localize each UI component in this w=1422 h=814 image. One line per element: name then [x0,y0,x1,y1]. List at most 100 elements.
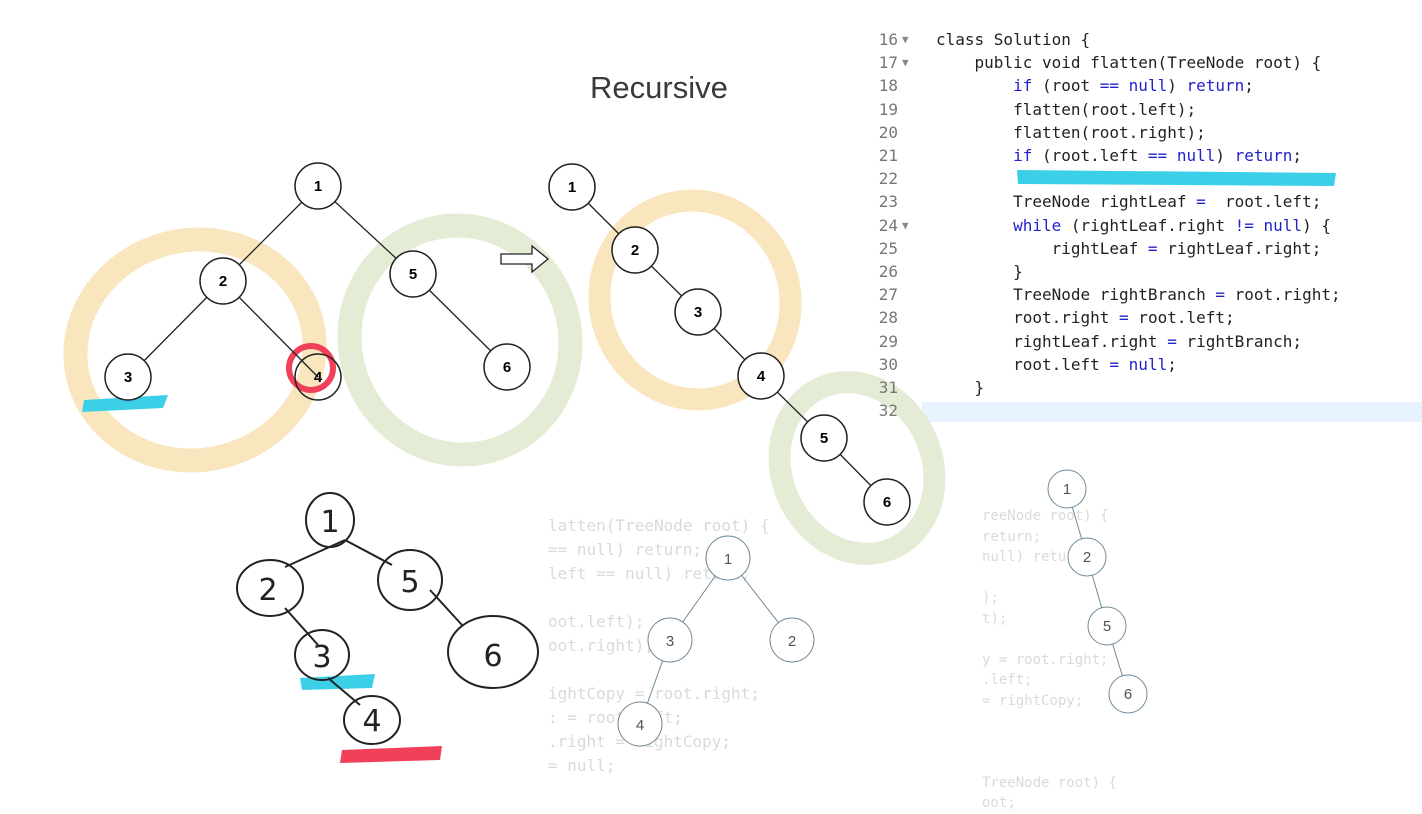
ghost-code-line: ); [982,590,999,606]
code-text: root.right = root.left; [936,308,1235,328]
line-number: 19 [878,99,898,119]
hand-node: 5 [377,549,443,611]
svg-text:4: 4 [636,717,644,734]
svg-text:4: 4 [757,368,766,385]
svg-text:5: 5 [409,266,417,283]
svg-text:2: 2 [219,273,227,290]
code-text: TreeNode rightLeaf = root.left; [936,192,1322,212]
code-text: } [936,262,1023,281]
green-ring-right [768,371,946,565]
fold-arrow-icon[interactable]: ▼ [902,33,909,46]
ghost-code-line: .left; [982,672,1033,688]
tree-node: 2 [199,257,247,305]
tree-node: 2 [1067,537,1107,577]
svg-text:2: 2 [1083,549,1091,566]
svg-text:1: 1 [1063,481,1071,498]
line-number: 17 [878,53,898,73]
ghost-code-line: reeNode root) { [982,508,1109,524]
code-text: root.left = null; [936,354,1177,374]
line-number: 23 [878,192,898,212]
line-number: 28 [878,308,898,328]
ghost-code-line: == null) return; [548,540,703,559]
code-text: rightLeaf = rightLeaf.right; [936,238,1322,258]
code-text: flatten(root.left); [936,99,1197,119]
code-text: while (rightLeaf.right != null) { [1013,215,1331,235]
tree-node: 6 [483,343,531,391]
tree-node: 2 [611,226,659,274]
tree-node: 2 [769,617,815,663]
line-number: 25 [878,238,898,258]
ghost-code-right: reeNode root) {return;null) return; );t)… [982,506,1117,814]
svg-text:1: 1 [314,178,322,195]
ghost-code-line: y = root.right; [982,651,1109,668]
tree-node: 5 [389,250,437,298]
tree-node: 6 [1108,674,1148,714]
faint-tree-right-edges [1066,488,1129,695]
tree-node: 4 [617,701,663,747]
svg-text:2: 2 [631,242,639,259]
line-number: 26 [878,262,898,281]
ghost-code-mid: latten(TreeNode root) {== null) return;l… [548,514,770,778]
ghost-code-line: .right = rightCopy; [548,732,732,751]
svg-text:3: 3 [312,640,331,675]
svg-text:6: 6 [1124,686,1132,703]
page-title: Recursive [590,70,728,105]
svg-text:2: 2 [788,633,796,650]
cyan-highlight-hand3 [300,674,375,690]
tree-node: 1 [548,163,596,211]
code-text: if (root.left == null) return; [1013,146,1303,165]
hand-node: 3 [294,629,350,681]
tree-node: 1 [1047,469,1087,509]
hand-node: 1 [305,492,355,548]
ghost-code-line: latten(TreeNode root) { [548,516,770,535]
svg-text:6: 6 [503,359,511,376]
svg-text:3: 3 [666,633,674,650]
tree-node: 6 [863,478,911,526]
ghost-code-line: TreeNode root) { [982,774,1117,791]
ghost-code-line: t); [982,610,1008,627]
svg-text:1: 1 [568,179,576,196]
ghost-code-line: oot.right); [548,636,654,655]
line-number: 30 [878,354,898,374]
code-text: flatten(root.right); [936,122,1206,142]
ghost-code-line: = null; [548,756,616,775]
svg-text:5: 5 [820,430,828,447]
code-text: rightLeaf.right = rightBranch; [936,331,1303,351]
svg-text:5: 5 [400,565,419,600]
svg-text:1: 1 [320,505,339,540]
code-text: if (root == null) return; [1013,76,1254,96]
code-text: } [936,378,985,397]
line-number: 27 [878,285,898,305]
cyan-highlight-code [1017,170,1336,186]
line-number: 29 [878,331,898,351]
svg-text:4: 4 [362,704,381,739]
line-number: 31 [878,378,898,397]
line-number: 18 [878,76,898,96]
svg-text:3: 3 [124,369,132,386]
line-number: 20 [878,122,898,142]
ghost-code-line: = rightCopy; [982,692,1084,709]
hand-node: 2 [236,559,304,617]
fold-arrow-icon[interactable]: ▼ [902,218,909,232]
red-highlight-hand4 [340,746,442,763]
code-editor[interactable]: 16▼class Solution {17▼ public void flatt… [860,10,1422,422]
svg-text:2: 2 [258,573,277,608]
line-number: 21 [878,146,898,165]
code-text: class Solution { [936,30,1091,49]
tree-node: 1 [705,535,751,581]
hand-node: 6 [447,615,539,689]
svg-text:6: 6 [883,494,891,511]
svg-text:4: 4 [314,369,323,386]
right-arrow-icon [500,244,550,274]
cyan-highlight-node3 [82,395,168,412]
orange-ring-left [63,227,327,473]
line-number: 24 [878,215,898,235]
svg-text:1: 1 [724,551,732,568]
line-number: 32 [878,401,898,421]
tree-node: 3 [104,353,152,401]
ghost-code-line: return; [982,528,1042,545]
fold-arrow-icon[interactable]: ▼ [902,56,909,70]
tree-node: 4 [294,353,342,401]
svg-text:5: 5 [1103,618,1111,635]
